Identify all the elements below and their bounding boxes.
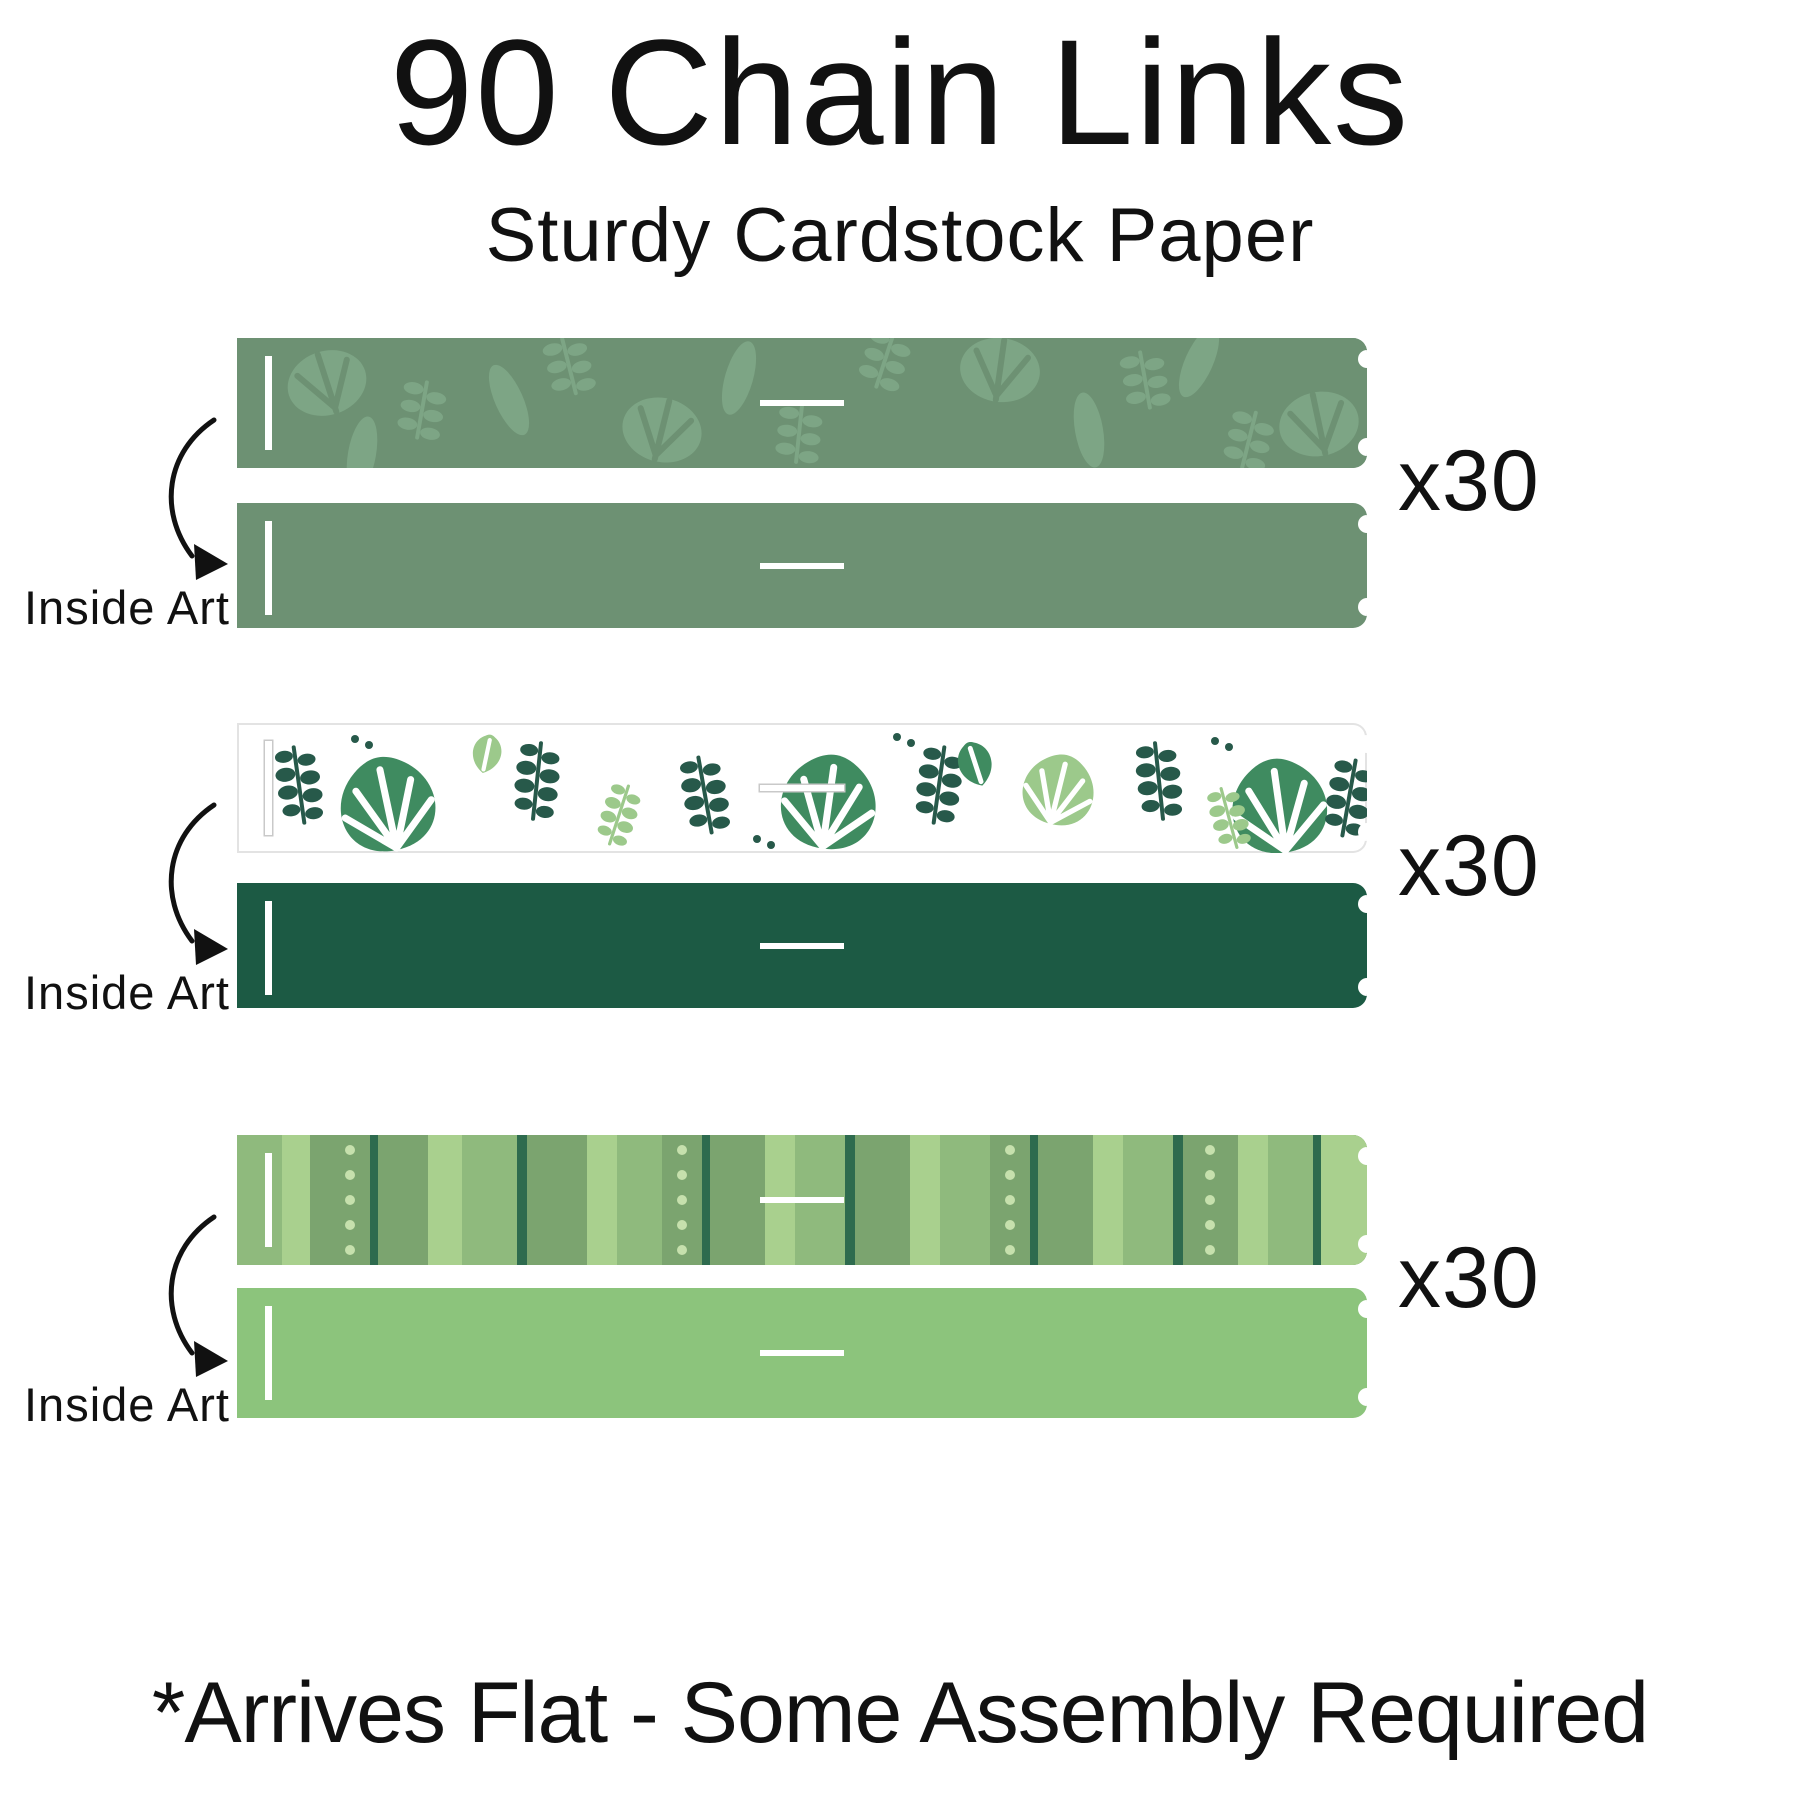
link-set-2: x30 Inside Art	[0, 723, 1800, 1023]
slit-mark	[265, 1153, 272, 1247]
curved-arrow-icon	[168, 417, 228, 580]
quantity-label-2: x30	[1398, 818, 1540, 914]
outside-art-strip-3	[237, 1135, 1367, 1265]
tab-notch	[1358, 1300, 1367, 1318]
inside-art-label-2: Inside Art	[24, 966, 230, 1019]
tab-notch	[1358, 823, 1367, 841]
outside-art-strip-2	[237, 723, 1367, 853]
inside-art-strip-1	[237, 503, 1367, 628]
center-dash-mark	[760, 400, 844, 406]
outside-art-strip-1	[237, 338, 1367, 468]
slit-mark	[265, 521, 272, 615]
slit-mark	[265, 1306, 272, 1400]
tab-notch	[1358, 1235, 1367, 1253]
inside-art-strip-2	[237, 883, 1367, 1008]
quantity-label-1: x30	[1398, 433, 1540, 529]
center-dash-mark	[760, 942, 844, 949]
tab-notch	[1358, 1388, 1367, 1406]
slit-mark	[265, 901, 272, 995]
curved-arrow-icon	[168, 802, 228, 965]
tab-notch	[1358, 438, 1367, 456]
inside-art-label-3: Inside Art	[24, 1378, 230, 1431]
tab-notch	[1358, 735, 1367, 753]
tab-notch	[1358, 1147, 1367, 1165]
page-subtitle: Sturdy Cardstock Paper	[485, 193, 1315, 278]
center-dash-mark	[760, 785, 844, 791]
tab-notch	[1358, 350, 1367, 368]
curved-arrow-icon	[168, 1214, 228, 1377]
tab-notch	[1358, 598, 1367, 616]
slit-mark	[265, 356, 272, 450]
tab-notch	[1358, 978, 1367, 996]
center-dash-mark	[760, 562, 844, 569]
page-title: 90 Chain Links	[389, 8, 1411, 176]
center-dash-mark	[760, 1350, 844, 1356]
link-set-1: x30 Inside Art	[0, 338, 1800, 638]
assembly-note: *Arrives Flat - Some Assembly Required	[151, 1665, 1649, 1761]
link-set-3: x30 Inside Art	[0, 1135, 1800, 1435]
center-dash-mark	[760, 1197, 844, 1203]
stripe-pattern-art	[237, 1135, 1367, 1265]
tab-notch	[1358, 515, 1367, 533]
tab-notch	[1358, 895, 1367, 913]
quantity-label-3: x30	[1398, 1230, 1540, 1326]
inside-art-label-1: Inside Art	[24, 581, 230, 634]
slit-mark	[265, 741, 272, 835]
inside-art-strip-3	[237, 1288, 1367, 1418]
